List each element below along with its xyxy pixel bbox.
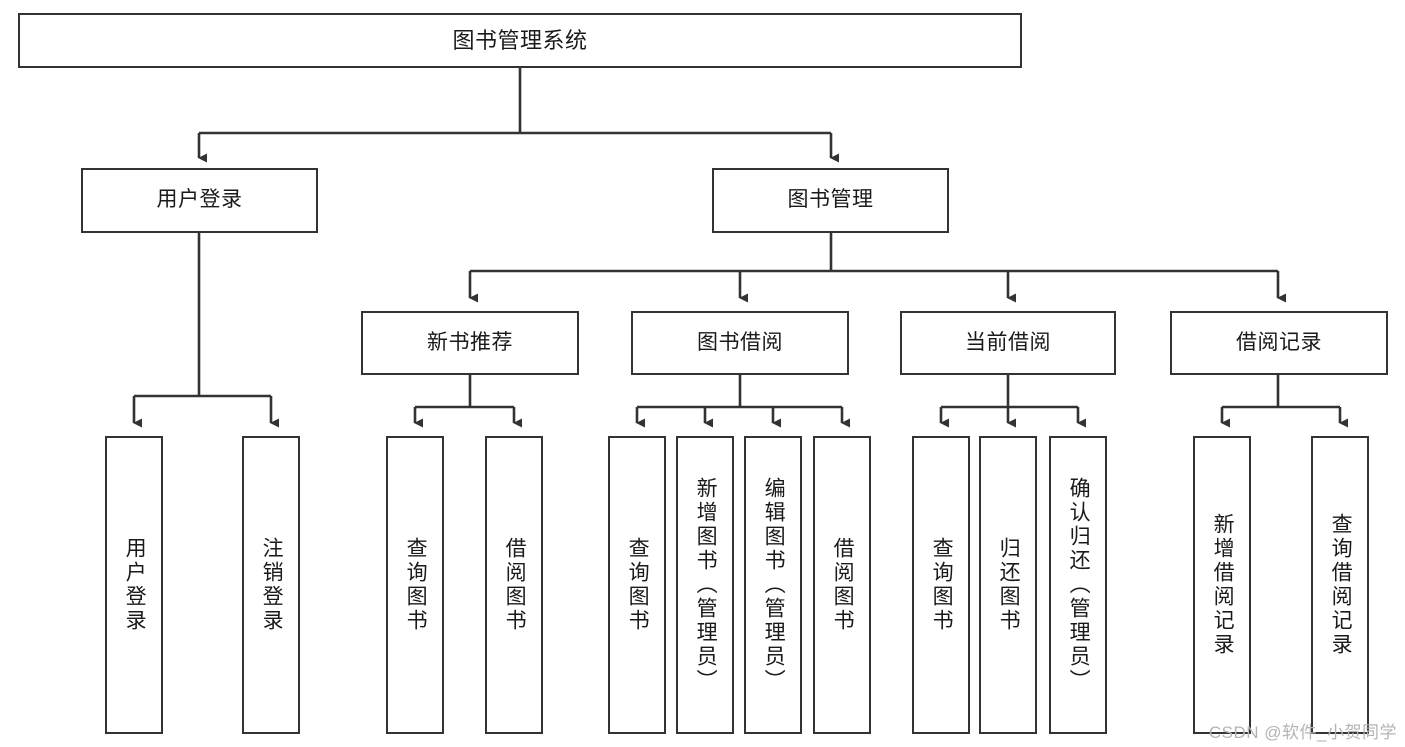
node-label: 新书推荐: [427, 330, 513, 354]
node-label: 用户登录: [156, 188, 243, 212]
node-label: 注销登录: [260, 537, 284, 633]
node-label: 用户登录: [123, 537, 147, 633]
node-leaf-query-record[interactable]: 查询借阅记录: [1311, 436, 1369, 734]
node-leaf-user-login[interactable]: 用户登录: [105, 436, 163, 734]
node-label: 当前借阅: [965, 330, 1051, 354]
node-leaf-borrow-book-1[interactable]: 借阅图书: [485, 436, 543, 734]
node-label: 归还图书: [997, 537, 1021, 633]
node-leaf-add-record[interactable]: 新增借阅记录: [1193, 436, 1251, 734]
node-label: 查询图书: [930, 537, 954, 633]
node-label: 查询图书: [626, 537, 650, 633]
node-label: 借阅图书: [831, 537, 855, 633]
node-leaf-query-book-1[interactable]: 查询图书: [386, 436, 444, 734]
node-leaf-return-book[interactable]: 归还图书: [979, 436, 1037, 734]
node-current-borrow[interactable]: 当前借阅: [900, 311, 1116, 375]
node-label: 新增借阅记录: [1211, 513, 1235, 657]
node-label: 查询图书: [404, 537, 428, 633]
node-book-manage[interactable]: 图书管理: [712, 168, 949, 233]
node-label: 图书管理系统: [452, 27, 588, 53]
node-leaf-confirm-return[interactable]: 确认归还（管理员）: [1049, 436, 1107, 734]
node-book-borrow[interactable]: 图书借阅: [631, 311, 849, 375]
node-leaf-query-book-2[interactable]: 查询图书: [608, 436, 666, 734]
node-label: 确认归还（管理员）: [1067, 477, 1091, 693]
node-leaf-edit-book[interactable]: 编辑图书（管理员）: [744, 436, 802, 734]
node-label: 图书管理: [787, 188, 874, 212]
node-leaf-user-logout[interactable]: 注销登录: [242, 436, 300, 734]
node-label: 图书借阅: [697, 330, 783, 354]
node-leaf-borrow-book-2[interactable]: 借阅图书: [813, 436, 871, 734]
node-label: 编辑图书（管理员）: [762, 477, 786, 693]
node-user-login[interactable]: 用户登录: [81, 168, 318, 233]
node-new-book-rec[interactable]: 新书推荐: [361, 311, 579, 375]
node-label: 借阅记录: [1236, 330, 1322, 354]
node-label: 查询借阅记录: [1329, 513, 1353, 657]
node-root-system[interactable]: 图书管理系统: [18, 13, 1022, 68]
node-borrow-record[interactable]: 借阅记录: [1170, 311, 1388, 375]
node-label: 借阅图书: [503, 537, 527, 633]
node-leaf-add-book[interactable]: 新增图书（管理员）: [676, 436, 734, 734]
node-leaf-query-book-3[interactable]: 查询图书: [912, 436, 970, 734]
node-label: 新增图书（管理员）: [694, 477, 718, 693]
